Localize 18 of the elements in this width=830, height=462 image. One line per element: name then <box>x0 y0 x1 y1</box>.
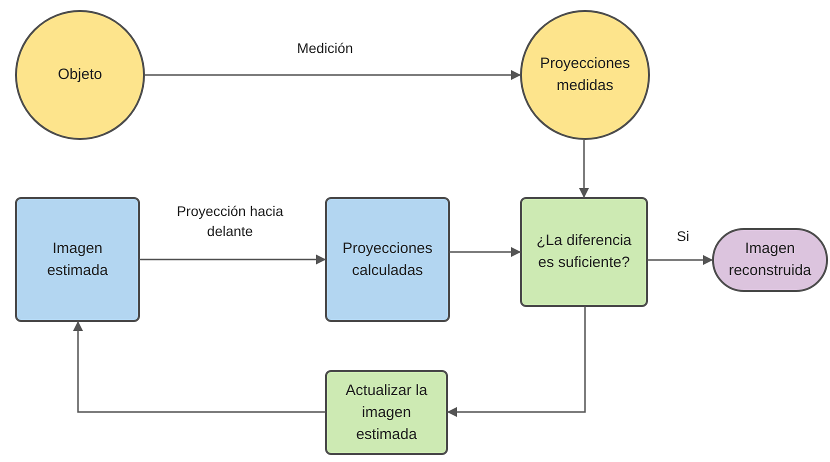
node-label: Imagen estimada <box>46 238 109 280</box>
node-label: Proyecciones calculadas <box>341 238 434 280</box>
node-label: Actualizar la imagen estimada <box>344 380 428 444</box>
node-label: Proyecciones medidas <box>538 54 632 96</box>
arrow <box>450 247 521 257</box>
arrow <box>140 254 326 264</box>
node-label: Imagen reconstruida <box>728 239 812 281</box>
process-box <box>15 197 140 322</box>
arrow <box>145 70 521 80</box>
node-label: ¿La diferencia es suficiente? <box>535 231 633 273</box>
arrow <box>579 140 589 198</box>
decision-box <box>520 197 648 307</box>
node-label: Objeto <box>58 65 102 85</box>
process-box <box>325 370 448 455</box>
arrow <box>648 255 713 265</box>
process-box <box>325 197 450 322</box>
arrow <box>73 321 325 413</box>
arrow <box>447 307 586 417</box>
